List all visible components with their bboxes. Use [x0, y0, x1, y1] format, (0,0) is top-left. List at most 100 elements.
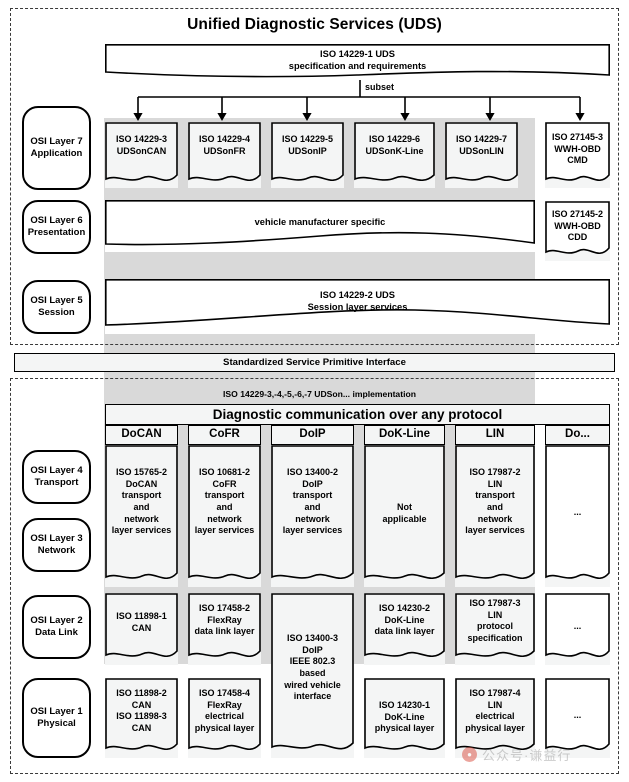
- doc-shape: [545, 122, 610, 181]
- docan-transport: ISO 15765-2 DoCAN transport and network …: [105, 445, 178, 587]
- uds-on-ip-text: ISO 14229-5 UDSonIP: [281, 134, 334, 156]
- can-data-link-text: ISO 11898-1 CAN: [116, 611, 167, 633]
- column-more-label: Do...: [565, 428, 590, 441]
- more-data-link-text: ...: [573, 621, 582, 631]
- service-primitive-interface-label: Standardized Service Primitive Interface: [223, 357, 406, 368]
- flexray-data-link-text: ISO 17458-2 FlexRay data link layer: [194, 603, 255, 637]
- osi-layer-7: OSI Layer 7 Application: [22, 106, 91, 190]
- doc-shape: [271, 122, 344, 181]
- doc-shape: [105, 122, 178, 181]
- doc-shape: [545, 445, 610, 579]
- banner-shape: [105, 200, 535, 246]
- uds-on-fr: ISO 14229-4 UDSonFR: [188, 122, 261, 188]
- column-cofr[interactable]: CoFR: [188, 425, 261, 445]
- dok-line-physical: ISO 14230-1 DoK-Line physical layer: [364, 678, 445, 758]
- vehicle-manufacturer-text: vehicle manufacturer specific: [254, 217, 386, 227]
- osi-layer-3: OSI Layer 3 Network: [22, 518, 91, 572]
- osi-layer-2-line1: OSI Layer 2: [30, 614, 83, 626]
- lin-transport: ISO 17987-2 LIN transport and network la…: [455, 445, 535, 587]
- osi-layer-4-line1: OSI Layer 4: [30, 464, 83, 476]
- can-data-link: ISO 11898-1 CAN: [105, 593, 178, 665]
- osi-layer-7-line2: Application: [30, 148, 83, 159]
- uds-on-fr-text: ISO 14229-4 UDSonFR: [198, 134, 251, 156]
- uds-on-k-line: ISO 14229-6 UDSonK-Line: [354, 122, 435, 188]
- lin-transport-text: ISO 17987-2 LIN transport and network la…: [465, 467, 525, 536]
- protocol-group-boundary: [10, 378, 619, 774]
- lin-physical-text: ISO 17987-4 LIN electrical physical laye…: [465, 688, 525, 734]
- doc-shape: [188, 122, 261, 181]
- spec-line-2: specification and requirements: [288, 61, 427, 71]
- uds-group-boundary: [10, 8, 619, 345]
- spec-line-1: ISO 14229-1 UDS: [320, 49, 395, 59]
- column-lin[interactable]: LIN: [455, 425, 535, 445]
- more-physical: ...: [545, 678, 610, 758]
- vehicle-manufacturer-banner: vehicle manufacturer specific: [105, 200, 535, 252]
- osi-layer-5-line1: OSI Layer 5: [30, 294, 83, 306]
- doc-shape: [455, 593, 535, 657]
- osi-layer-6-line1: OSI Layer 6: [30, 214, 83, 226]
- lin-physical: ISO 17987-4 LIN electrical physical laye…: [455, 678, 535, 758]
- iso-14229-1-spec-banner: ISO 14229-1 UDS specification and requir…: [105, 44, 610, 84]
- wechat-icon: ●: [462, 747, 477, 762]
- osi-layer-5-line2: Session: [38, 307, 75, 318]
- doc-shape: [364, 445, 445, 579]
- dok-line-data-link: ISO 14230-2 DoK-Line data link layer: [364, 593, 445, 665]
- service-primitive-interface-bar: Standardized Service Primitive Interface: [14, 353, 615, 372]
- subset-label: subset: [365, 82, 395, 92]
- column-more[interactable]: Do...: [545, 425, 610, 445]
- session-line-2: Session layer services: [307, 302, 408, 312]
- watermark-text: 公众号·谦益行: [482, 748, 572, 763]
- wwh-obd-cmd-text: ISO 27145-3 WWH-OBD CMD: [551, 132, 604, 166]
- dok-line-transport-text: Not applicable: [382, 502, 427, 524]
- doc-shape: [545, 593, 610, 657]
- doc-shape: [445, 122, 518, 181]
- column-dok-line[interactable]: DoK-Line: [364, 425, 445, 445]
- osi-layer-2-line2: Data Link: [35, 627, 78, 638]
- more-transport-text: ...: [573, 507, 582, 517]
- column-cofr-label: CoFR: [209, 428, 240, 441]
- osi-layer-4: OSI Layer 4 Transport: [22, 450, 91, 504]
- osi-layer-4-line2: Transport: [34, 477, 79, 488]
- doc-shape: [455, 678, 535, 750]
- doc-shape: [188, 593, 261, 657]
- uds-on-lin: ISO 14229-7 UDSonLIN: [445, 122, 518, 188]
- can-physical-text: ISO 11898-2 CAN ISO 11898-3 CAN: [116, 688, 167, 734]
- doc-shape: [105, 593, 178, 657]
- osi-layer-2: OSI Layer 2 Data Link: [22, 595, 91, 659]
- implementation-band-label: ISO 14229-3,-4,-5,-6,-7 UDSon... impleme…: [223, 389, 416, 399]
- doip-physical-text: ISO 13400-3 DoIP IEEE 802.3 based wired …: [284, 633, 341, 702]
- uds-on-can-text: ISO 14229-3 UDSonCAN: [115, 134, 168, 156]
- doip-physical: ISO 13400-3 DoIP IEEE 802.3 based wired …: [271, 593, 354, 758]
- column-docan[interactable]: DoCAN: [105, 425, 178, 445]
- doc-shape: [364, 593, 445, 657]
- column-doip-label: DoIP: [299, 428, 326, 441]
- doc-shape: [105, 445, 178, 579]
- column-lin-label: LIN: [485, 428, 505, 441]
- dok-line-data-link-text: ISO 14230-2 DoK-Line data link layer: [374, 603, 435, 637]
- doc-shape: [455, 445, 535, 579]
- dok-line-physical-text: ISO 14230-1 DoK-Line physical layer: [374, 700, 435, 734]
- can-physical: ISO 11898-2 CAN ISO 11898-3 CAN: [105, 678, 178, 758]
- page-title: Unified Diagnostic Services (UDS): [187, 16, 442, 33]
- doc-shape: [545, 678, 610, 750]
- docan-transport-text: ISO 15765-2 DoCAN transport and network …: [111, 467, 172, 536]
- flexray-physical-text: ISO 17458-4 FlexRay electrical physical …: [194, 688, 255, 734]
- dok-line-transport: Not applicable: [364, 445, 445, 587]
- doc-shape: [364, 678, 445, 750]
- column-doip[interactable]: DoIP: [271, 425, 354, 445]
- wwh-obd-cdd-text: ISO 27145-2 WWH-OBD CDD: [551, 209, 604, 243]
- watermark: ● 公众号·谦益行: [462, 745, 571, 764]
- protocol-banner-label: Diagnostic communication over any protoc…: [212, 407, 503, 422]
- osi-layer-7-line1: OSI Layer 7: [30, 135, 83, 147]
- osi-layer-6-line2: Presentation: [27, 227, 86, 238]
- flexray-physical: ISO 17458-4 FlexRay electrical physical …: [188, 678, 261, 758]
- doc-shape: [271, 593, 354, 750]
- cofr-transport: ISO 10681-2 CoFR transport and network l…: [188, 445, 261, 587]
- session-layer-banner: ISO 14229-2 UDS Session layer services: [105, 279, 610, 334]
- more-data-link: ...: [545, 593, 610, 665]
- flexray-data-link: ISO 17458-2 FlexRay data link layer: [188, 593, 261, 665]
- osi-layer-1-line1: OSI Layer 1: [30, 705, 83, 717]
- lin-data-link-text: ISO 17987-3 LIN protocol specification: [467, 598, 523, 644]
- osi-layer-6: OSI Layer 6 Presentation: [22, 200, 91, 254]
